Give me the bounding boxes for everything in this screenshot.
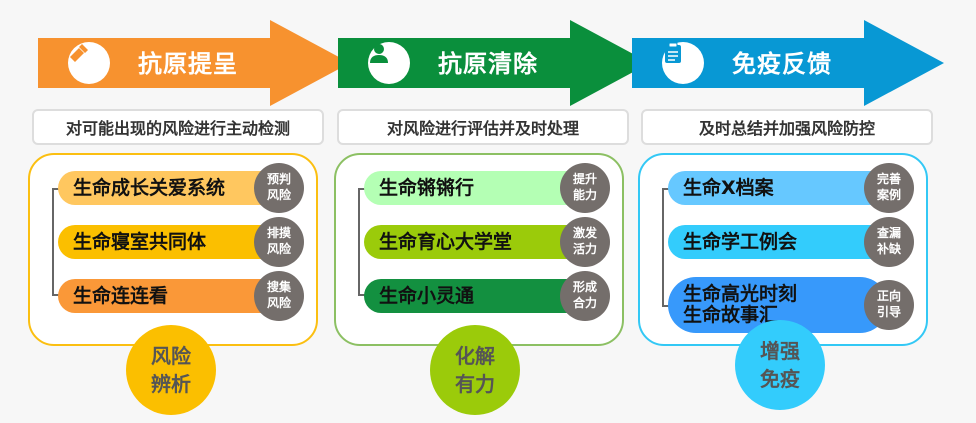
program-item: 生命锵锵行 bbox=[364, 171, 584, 205]
stage-panel: 生命锵锵行提升 能力生命育心大学堂激发 活力生命小灵通形成 合力 bbox=[334, 153, 624, 346]
flashlight-icon bbox=[68, 42, 110, 84]
stage-arrow: 免疫反馈 bbox=[632, 20, 944, 106]
stage-title: 抗原提呈 bbox=[138, 50, 238, 78]
clipboard-icon bbox=[662, 42, 704, 84]
action-badge: 完善 案例 bbox=[864, 163, 914, 213]
action-badge: 激发 活力 bbox=[560, 217, 610, 267]
outcome-circle: 化解 有力 bbox=[430, 325, 520, 415]
outcome-circle: 增强 免疫 bbox=[735, 320, 825, 410]
arrow-shape bbox=[632, 20, 944, 106]
bracket-line bbox=[662, 188, 670, 307]
stage-title: 抗原清除 bbox=[438, 50, 538, 78]
stage-title: 免疫反馈 bbox=[732, 50, 832, 78]
program-item: 生命高光时刻 生命故事汇 bbox=[668, 277, 888, 333]
stage-panel: 生命X档案完善 案例生命学工例会查漏 补缺生命高光时刻 生命故事汇正向 引导 bbox=[638, 153, 928, 346]
program-item: 生命寝室共同体 bbox=[58, 225, 278, 259]
outcome-circle: 风险 辨析 bbox=[126, 325, 216, 415]
program-item: 生命学工例会 bbox=[668, 225, 888, 259]
action-badge: 搜集 风险 bbox=[254, 271, 304, 321]
action-badge: 正向 引导 bbox=[864, 280, 914, 330]
stage-caption: 及时总结并加强风险防控 bbox=[641, 109, 933, 145]
program-item: 生命X档案 bbox=[668, 171, 888, 205]
arrow-shape bbox=[338, 20, 650, 106]
stage-arrow: 抗原清除 bbox=[338, 20, 650, 106]
action-badge: 形成 合力 bbox=[560, 271, 610, 321]
action-badge: 预判 风险 bbox=[254, 163, 304, 213]
bracket-line bbox=[52, 188, 60, 296]
program-item: 生命小灵通 bbox=[364, 279, 584, 313]
stage-panel: 生命成长关爱系统预判 风险生命寝室共同体排摸 风险生命连连看搜集 风险 bbox=[28, 153, 318, 346]
arrow-shape bbox=[38, 20, 350, 106]
program-item: 生命育心大学堂 bbox=[364, 225, 584, 259]
bracket-line bbox=[358, 188, 366, 296]
stage-caption: 对风险进行评估并及时处理 bbox=[337, 109, 629, 145]
action-badge: 查漏 补缺 bbox=[864, 217, 914, 267]
program-item: 生命连连看 bbox=[58, 279, 278, 313]
user-icon bbox=[368, 42, 410, 84]
stage-caption: 对可能出现的风险进行主动检测 bbox=[32, 109, 324, 145]
action-badge: 提升 能力 bbox=[560, 163, 610, 213]
program-item: 生命成长关爱系统 bbox=[58, 171, 278, 205]
action-badge: 排摸 风险 bbox=[254, 217, 304, 267]
stage-arrow: 抗原提呈 bbox=[38, 20, 350, 106]
